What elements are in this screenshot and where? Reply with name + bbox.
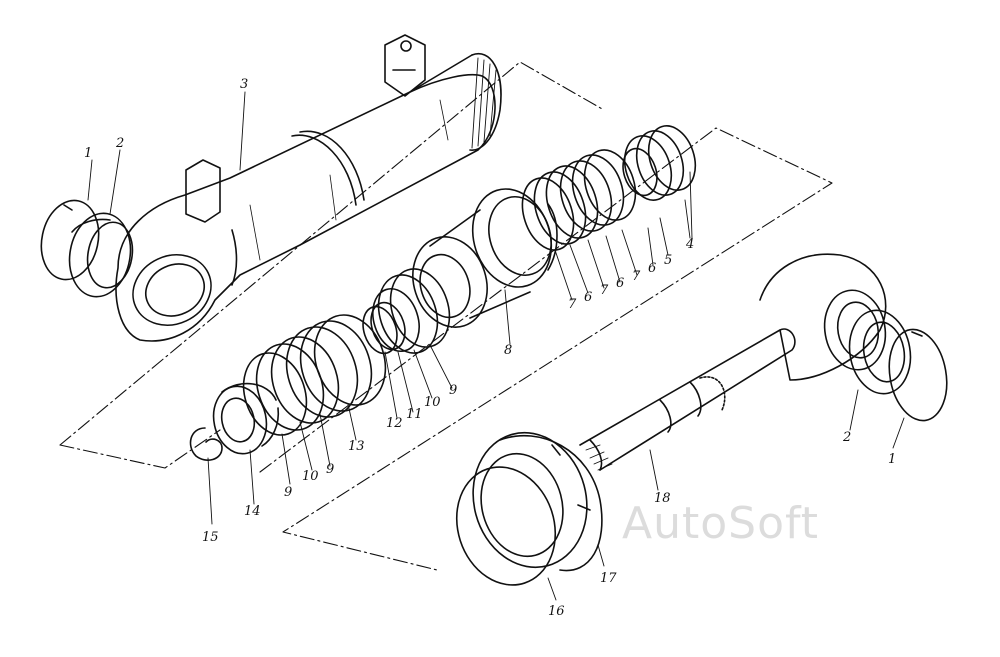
ring <box>455 466 557 586</box>
nut <box>212 382 280 455</box>
cover <box>472 431 603 572</box>
callout-10a: 10 <box>424 395 441 410</box>
callout-7a: 7 <box>632 269 641 284</box>
callout-6c: 6 <box>584 290 593 305</box>
ring-pack-top <box>521 125 697 251</box>
left-retaining-ring <box>40 199 100 281</box>
callout-2-left: 2 <box>116 136 125 151</box>
callout-1-right: 1 <box>888 452 897 467</box>
callout-9a: 9 <box>449 383 458 398</box>
callout-7c: 7 <box>568 297 577 312</box>
callout-12: 12 <box>386 416 403 431</box>
callout-9b: 9 <box>326 462 335 477</box>
callout-15: 15 <box>202 530 219 545</box>
callout-4: 4 <box>686 237 695 252</box>
callout-17: 17 <box>600 571 617 586</box>
callout-18: 18 <box>654 491 671 506</box>
left-bushing <box>68 212 134 298</box>
callout-10b: 10 <box>302 469 319 484</box>
leader-lines <box>87 91 905 601</box>
right-bushing <box>848 309 912 395</box>
callout-1-left: 1 <box>84 146 93 161</box>
callout-3: 3 <box>240 77 249 92</box>
callout-6a: 6 <box>648 261 657 276</box>
lock-wire <box>189 427 223 461</box>
axis-line-rod <box>259 127 833 571</box>
callout-2-right: 2 <box>843 430 852 445</box>
callout-16: 16 <box>548 604 565 619</box>
watermark: AutoSoft <box>622 498 819 549</box>
ring-pack-middle <box>362 268 451 355</box>
callout-7b: 7 <box>600 283 609 298</box>
callout-5: 5 <box>664 253 673 268</box>
rod <box>579 253 887 471</box>
callout-9c: 9 <box>284 485 293 500</box>
callout-13: 13 <box>348 439 365 454</box>
axis-line-cylinder <box>59 61 605 469</box>
callout-11: 11 <box>406 407 423 422</box>
callout-6b: 6 <box>616 276 625 291</box>
ring-pack-bottom <box>242 314 387 436</box>
piston <box>412 188 558 328</box>
right-retaining-ring <box>888 328 948 422</box>
cylinder-body <box>115 34 502 342</box>
callout-14: 14 <box>244 504 261 519</box>
callout-8: 8 <box>504 343 513 358</box>
